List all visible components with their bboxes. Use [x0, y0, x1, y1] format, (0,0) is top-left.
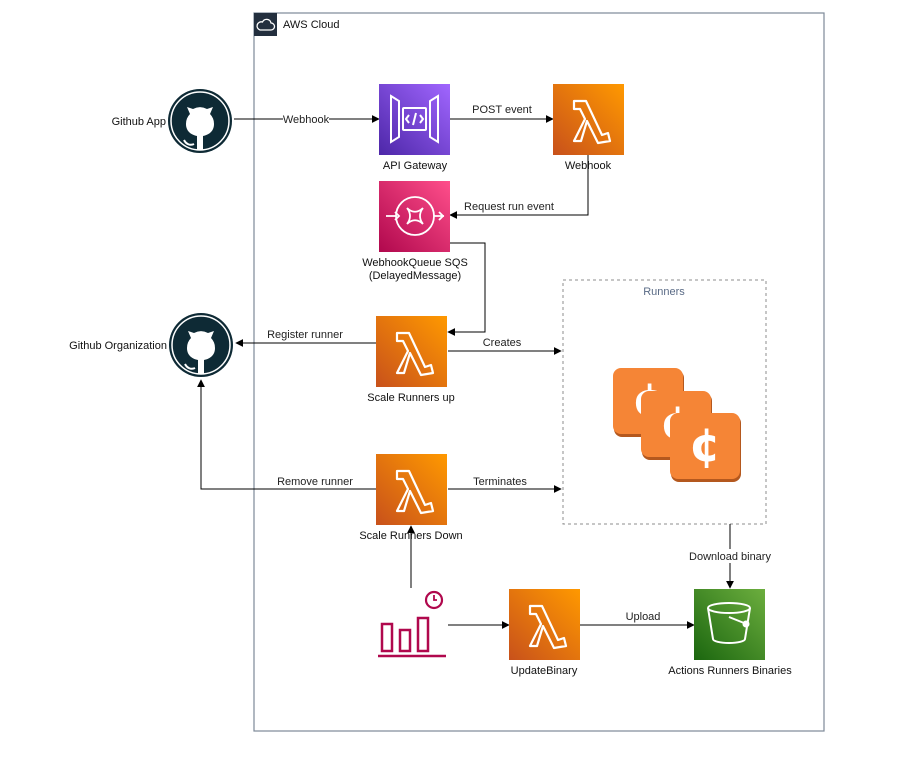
sqs-label-line1: WebhookQueue SQS	[362, 257, 468, 269]
runners-group: Runners	[562, 279, 767, 525]
github-org-node[interactable]: Github Organization	[69, 313, 233, 377]
scale-down-label: Scale Runners Down	[359, 530, 462, 542]
github-app-node[interactable]: Github App	[112, 89, 232, 153]
edge-label-webhook: Webhook	[283, 114, 330, 126]
s3-bucket-label: Actions Runners Binaries	[668, 665, 792, 677]
edge-label-remove-runner: Remove runner	[277, 476, 353, 488]
edge-remove-runner	[197, 379, 376, 490]
scale-up-label: Scale Runners up	[367, 392, 454, 404]
webhook-lambda-node[interactable]: Webhook	[553, 84, 624, 172]
sqs-node[interactable]: WebhookQueue SQS (DelayedMessage)	[362, 181, 468, 282]
webhook-lambda-label: Webhook	[565, 160, 612, 172]
scale-up-lambda-node[interactable]: Scale Runners up	[367, 316, 455, 404]
s3-bucket-icon	[694, 589, 765, 660]
cloudwatch-schedule-icon	[378, 590, 446, 658]
github-app-label: Github App	[112, 116, 166, 128]
api-gateway-node[interactable]: API Gateway	[379, 84, 450, 172]
edge-label-register-runner: Register runner	[267, 329, 343, 341]
edge-labels: Webhook POST event Request run event Reg…	[267, 104, 771, 623]
lambda-icon	[509, 589, 580, 660]
edge-request-run-event	[449, 154, 589, 219]
edge-label-terminates: Terminates	[473, 476, 527, 488]
github-icon	[169, 313, 233, 377]
update-binary-label: UpdateBinary	[511, 665, 578, 677]
ec2-runners-icon: ¢ ¢ ¢	[613, 368, 741, 482]
github-icon	[168, 89, 232, 153]
update-binary-lambda-node[interactable]: UpdateBinary	[509, 589, 580, 677]
api-gateway-label: API Gateway	[383, 160, 448, 172]
cloud-icon	[256, 18, 276, 31]
aws-cloud-group: AWS Cloud	[253, 12, 825, 732]
edge-label-upload: Upload	[626, 611, 661, 623]
scale-down-lambda-node[interactable]: Scale Runners Down	[359, 454, 463, 542]
aws-cloud-label: AWS Cloud	[283, 19, 339, 31]
lambda-icon	[553, 84, 624, 155]
lambda-icon	[376, 454, 447, 525]
runners-group-label: Runners	[643, 286, 685, 298]
edge-label-creates: Creates	[483, 337, 522, 349]
github-org-label: Github Organization	[69, 340, 167, 352]
edge-label-download-binary: Download binary	[689, 551, 771, 563]
edge-label-request-run-event: Request run event	[464, 201, 554, 213]
edge-label-post-event: POST event	[472, 104, 532, 116]
sqs-label-line2: (DelayedMessage)	[369, 270, 461, 282]
lambda-icon	[376, 316, 447, 387]
s3-bucket-node[interactable]: Actions Runners Binaries	[668, 589, 792, 677]
svg-text:¢: ¢	[689, 418, 721, 472]
